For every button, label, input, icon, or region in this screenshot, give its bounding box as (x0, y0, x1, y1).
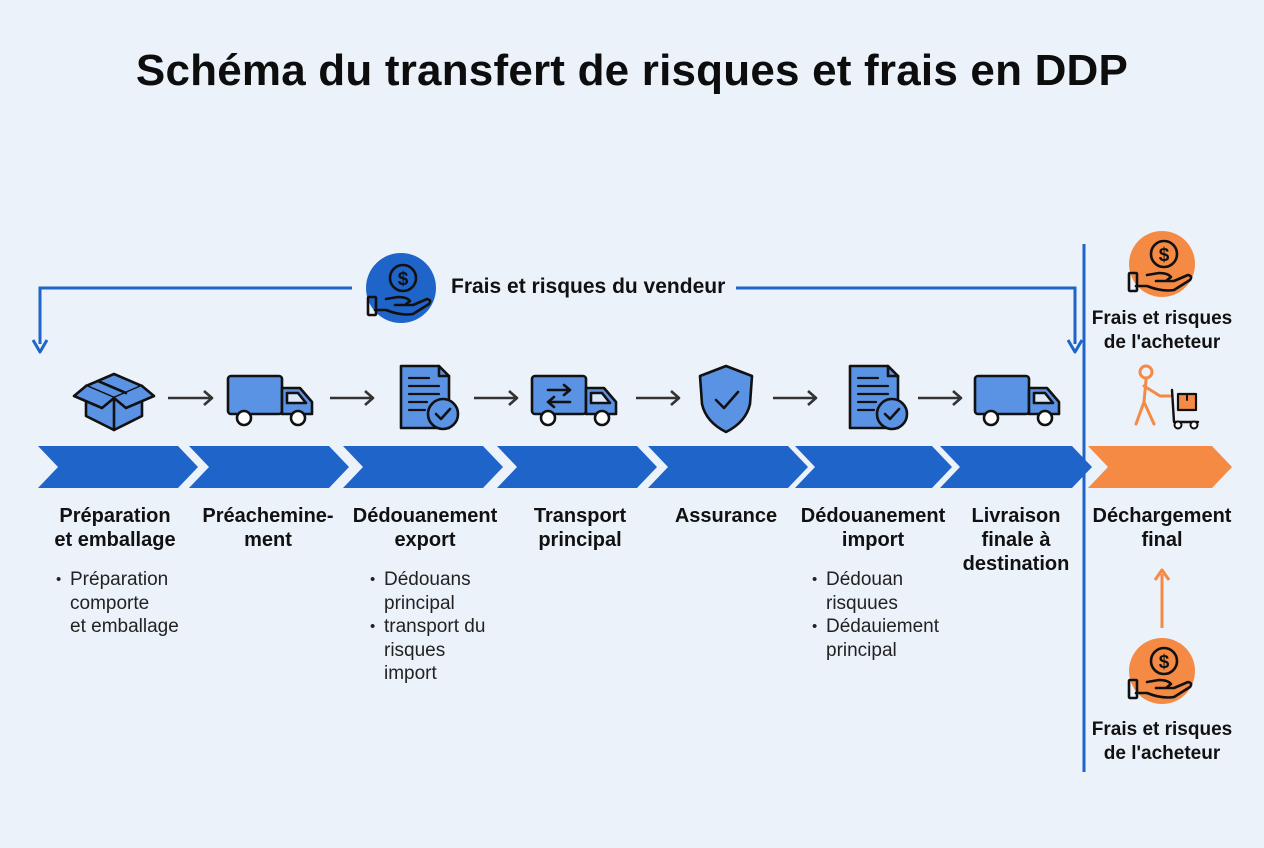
buyer-label-bottom: Frais et risques de l'acheteur (1091, 719, 1233, 764)
buyer-money-icon-bottom (1127, 638, 1195, 704)
process-chevrons (38, 446, 1232, 488)
step-bullets-6: DédouanrisquuesDédauiementprincipal (812, 568, 939, 662)
chevron-4 (497, 446, 657, 488)
chevron-3 (343, 446, 503, 488)
arrow-up-icon (1153, 568, 1171, 628)
arrow-right-icon (168, 390, 214, 406)
document-check-icon (848, 364, 909, 431)
step-label-5: Assurance (674, 505, 778, 527)
chevron-7 (940, 446, 1092, 488)
arrow-right-icon (474, 390, 519, 406)
box-icon (72, 372, 156, 432)
chevron-8 (1088, 446, 1232, 488)
chevron-1 (38, 446, 198, 488)
step-label-2: Préachemine-ment (202, 505, 334, 551)
page-title: Schéma du transfert de risques et frais … (135, 46, 1129, 95)
arrow-right-icon (636, 390, 681, 406)
document-check-icon (399, 364, 460, 431)
shield-check-icon (698, 364, 754, 434)
buyer-label-top: Frais et risques de l'acheteur (1091, 308, 1233, 353)
step-arrows (168, 390, 963, 406)
seller-money-icon (366, 253, 436, 323)
step-icons (72, 364, 1200, 434)
arrow-right-icon (918, 390, 963, 406)
truck-icon (226, 374, 314, 427)
arrow-right-icon (330, 390, 375, 406)
chevron-2 (189, 446, 349, 488)
chevron-5 (648, 446, 808, 488)
truck-icon (973, 374, 1061, 427)
worker-cart-icon (1134, 364, 1200, 430)
buyer-money-icon-top (1127, 231, 1195, 297)
chevron-6 (795, 446, 952, 488)
seller-frame-line (38, 286, 352, 344)
truck-exchange-icon (530, 374, 618, 427)
seller-label: Frais et risques du vendeur (449, 275, 728, 299)
step-bullets-3: Dédouansprincipaltransport durisquesimpo… (370, 568, 485, 686)
arrow-right-icon (773, 390, 818, 406)
